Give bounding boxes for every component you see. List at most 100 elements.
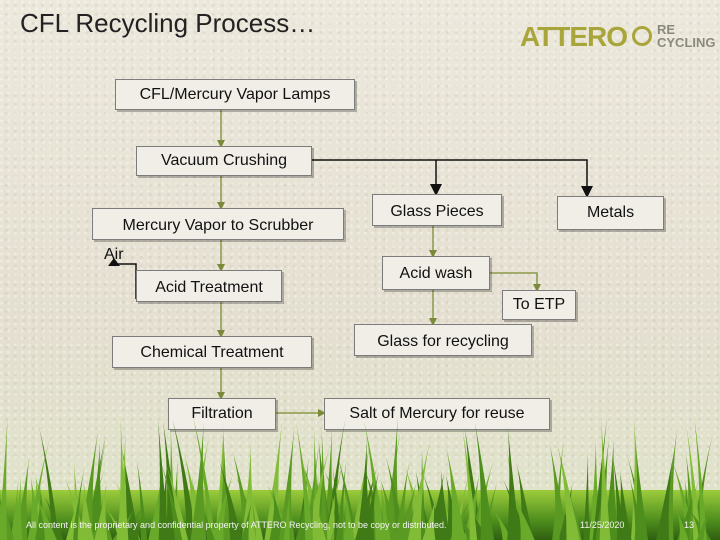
grass-blade (435, 469, 451, 540)
node-metals: Metals (557, 196, 664, 230)
grass-blade (634, 446, 649, 540)
logo-re: RE (657, 22, 676, 37)
node-mercury-vapor-scrubber: Mercury Vapor to Scrubber (92, 208, 344, 240)
grass-blade (161, 464, 183, 540)
grass-blade (363, 420, 385, 540)
grass-blade (157, 420, 169, 540)
grass-blade (324, 470, 351, 540)
node-cfl-lamps: CFL/Mercury Vapor Lamps (115, 79, 355, 110)
grass-blade (462, 426, 478, 540)
slide-title: CFL Recycling Process… (20, 8, 316, 38)
logo-cycling: CYCLING (657, 35, 716, 50)
label-air: Air (104, 246, 124, 263)
grass-blade (94, 481, 108, 540)
grass-blade (219, 461, 243, 540)
grass-blade (552, 440, 564, 540)
connector-acidwash-to-etp (490, 272, 541, 292)
grass-blade (240, 500, 253, 540)
grass-blade (492, 508, 512, 540)
grass-blade (0, 417, 8, 540)
grass-blade (295, 422, 314, 540)
grass-blade (192, 415, 216, 540)
grass-blade (14, 456, 30, 540)
grass-blade (446, 447, 466, 540)
grass-blade (295, 499, 308, 540)
node-vacuum-crushing: Vacuum Crushing (136, 146, 312, 176)
grass-blade (356, 437, 371, 540)
grass-blade (279, 426, 295, 540)
grass-blade (676, 509, 689, 540)
node-glass-pieces: Glass Pieces (372, 194, 502, 226)
grass-blade (65, 489, 82, 540)
grass-blade (422, 473, 444, 540)
grass-blade (592, 416, 608, 540)
node-glass-pieces-label: Glass Pieces (390, 203, 484, 220)
node-salt-of-mercury-label: Salt of Mercury for reuse (349, 405, 525, 422)
connector-crushing-branch (312, 159, 593, 198)
grass-blade (27, 435, 51, 540)
grass-blade (166, 464, 189, 540)
grass-blade (44, 496, 64, 540)
grass-blade (343, 486, 355, 540)
grass-blade (241, 443, 256, 540)
grass-blade (283, 484, 291, 540)
node-acid-wash-label: Acid wash (399, 265, 473, 282)
node-filtration: Filtration (168, 398, 276, 430)
node-chemical-treatment-label: Chemical Treatment (140, 344, 284, 361)
grass-blade (320, 427, 328, 540)
grass-blade (317, 439, 333, 540)
footer-confidentiality: All content is the proprietary and confi… (26, 520, 447, 530)
grass-blade (507, 427, 520, 540)
grass-blade (445, 474, 462, 540)
footer-date: 11/25/2020 (580, 520, 625, 530)
grass-blade (136, 459, 148, 540)
node-acid-treatment: Acid Treatment (136, 270, 282, 302)
node-chemical-treatment: Chemical Treatment (112, 336, 312, 368)
grass-blade (512, 494, 535, 540)
node-acid-treatment-label: Acid Treatment (155, 279, 263, 296)
node-vacuum-crushing-label: Vacuum Crushing (161, 152, 287, 169)
grass-blade (422, 496, 437, 540)
grass-blade (38, 426, 59, 540)
grass-blade (397, 481, 417, 540)
grass-blade (13, 477, 23, 540)
grass-blade (694, 416, 707, 540)
grass-blade (78, 480, 94, 540)
node-mercury-vapor-scrubber-label: Mercury Vapor to Scrubber (122, 217, 314, 234)
node-filtration-label: Filtration (191, 405, 253, 422)
grass-blade (34, 494, 57, 540)
grass-blade (656, 451, 675, 540)
grass-blade (360, 470, 380, 540)
node-glass-for-recycling: Glass for recycling (354, 324, 532, 356)
node-salt-of-mercury: Salt of Mercury for reuse (324, 398, 550, 430)
grass-blade (661, 428, 678, 540)
grass-blade (148, 472, 163, 540)
grass-blade (271, 486, 288, 540)
node-glass-for-recycling-label: Glass for recycling (377, 333, 509, 350)
grass-blade (474, 421, 495, 540)
grass-blade (335, 459, 347, 540)
grass-blade (172, 419, 197, 540)
node-acid-wash: Acid wash (382, 256, 490, 290)
grass-blade (35, 485, 47, 540)
grass-blade (190, 421, 207, 540)
footer-page-number: 13 (684, 520, 695, 530)
grass-blade (121, 447, 140, 540)
node-to-etp-label: To ETP (512, 296, 566, 313)
grass-blade (324, 418, 346, 540)
grass-blade (686, 425, 701, 540)
grass-blade (696, 502, 714, 540)
grass-blade (557, 444, 580, 540)
grass-blade (599, 419, 611, 540)
logo-wordmark: ATTERO (520, 21, 628, 52)
grass-blade (612, 455, 625, 540)
grass-blade (516, 463, 534, 540)
grass-blade (407, 438, 431, 540)
recycling-badge-icon (632, 26, 652, 46)
attero-logo: ATTERO RE CYCLING (520, 21, 716, 52)
node-metals-label: Metals (586, 204, 635, 221)
grass-blade (116, 434, 129, 540)
grass-blade (583, 451, 590, 540)
air-arrowhead (108, 258, 120, 266)
